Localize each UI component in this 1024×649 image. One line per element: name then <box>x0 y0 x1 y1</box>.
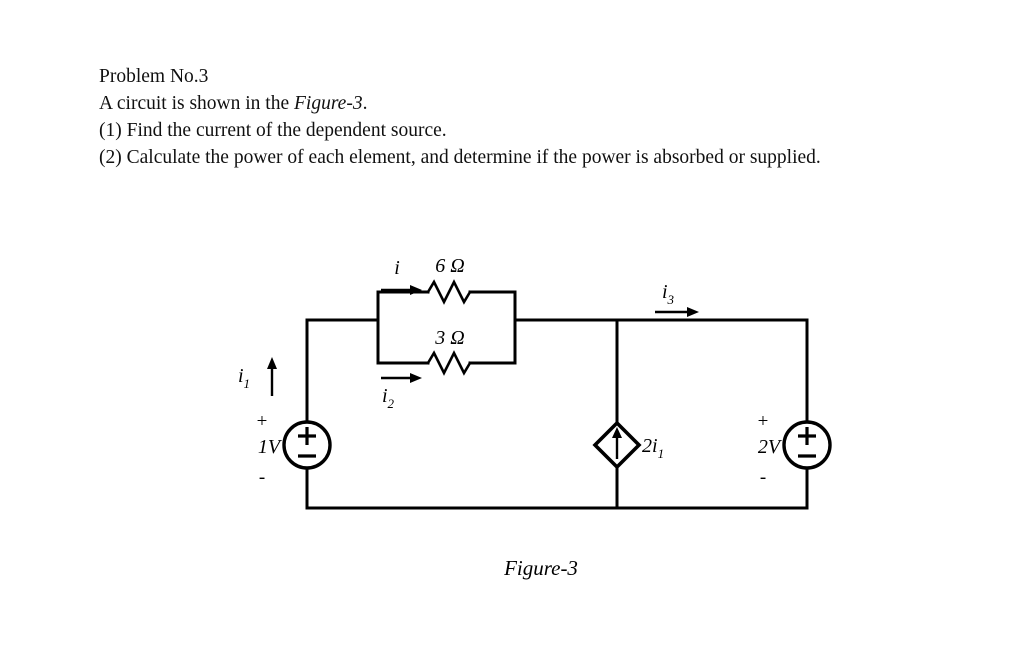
voltage-source-2v-value-label: 2V <box>758 436 783 458</box>
current-i-arrow-head <box>410 285 422 295</box>
voltage-source-1v-plus-label: + <box>257 411 268 432</box>
voltage-source-1v-plus-glyph <box>298 427 316 445</box>
problem-intro-suffix: . <box>362 93 368 114</box>
problem-task-1: (1) Find the current of the dependent so… <box>99 120 447 141</box>
voltage-source-1v-value-label: 1V <box>258 436 283 458</box>
current-i2-label-base: i <box>382 385 388 407</box>
dependent-source-label-sub: 1 <box>658 446 665 461</box>
voltage-source-2v-minus-label: - <box>760 467 766 488</box>
problem-statement: Problem No.3 A circuit is shown in the F… <box>99 63 979 171</box>
problem-intro-prefix: A circuit is shown in the <box>99 93 294 114</box>
current-i3-arrow-head <box>687 307 699 317</box>
problem-title: Problem No.3 <box>99 66 209 87</box>
current-i2-arrow-head <box>410 373 422 383</box>
figure-reference: Figure-3 <box>293 93 363 114</box>
current-i-label: i <box>394 257 400 279</box>
dependent-source-label: 2i1 <box>642 435 664 461</box>
dependent-source-arrow-head <box>612 427 622 438</box>
resistor-6ohm-label: 6 Ω <box>435 255 464 277</box>
voltage-source-2v-plus-glyph <box>798 427 816 445</box>
current-i2-label: i2 <box>382 385 395 411</box>
current-i2-label-sub: 2 <box>388 396 395 411</box>
current-i1-label: i1 <box>238 365 250 391</box>
dependent-source-label-base: 2i <box>642 435 658 457</box>
current-i3-label-base: i <box>662 281 668 303</box>
voltage-source-2v-plus-label: + <box>758 411 769 432</box>
resistor-3ohm-label: 3 Ω <box>434 327 464 349</box>
current-i1-label-sub: 1 <box>244 376 251 391</box>
problem-task-2: (2) Calculate the power of each element,… <box>99 147 821 168</box>
current-i1-arrow-head <box>267 357 277 369</box>
problem-intro: A circuit is shown in the Figure-3. <box>99 90 979 117</box>
resistor-3ohm-symbol <box>426 350 472 376</box>
current-i3-label-sub: 3 <box>667 292 675 307</box>
current-i3-label: i3 <box>662 281 675 307</box>
current-i1-label-base: i <box>238 365 244 387</box>
voltage-source-1v-minus-label: - <box>259 467 265 488</box>
resistor-6ohm-symbol <box>426 279 472 305</box>
figure-caption: Figure-3 <box>503 556 578 580</box>
